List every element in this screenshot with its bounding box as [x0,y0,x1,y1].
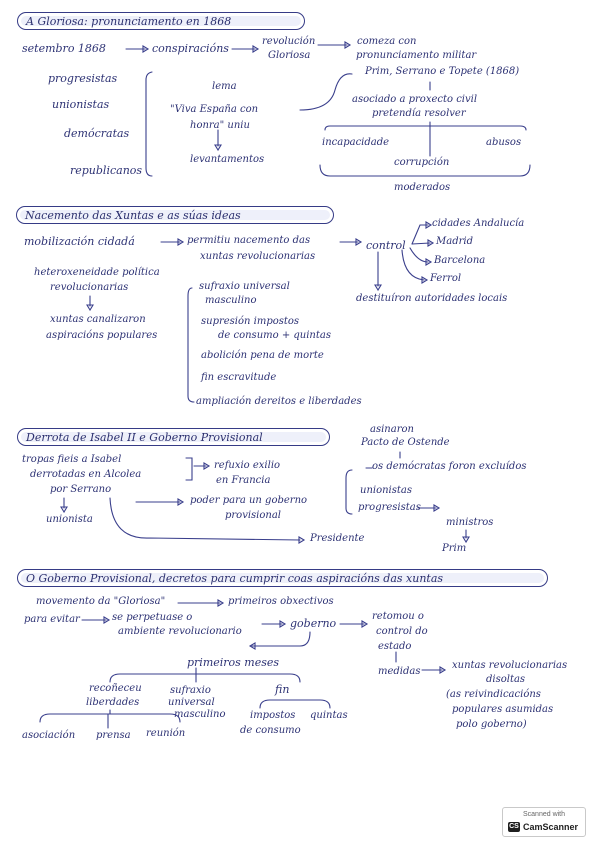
s2-dismissed: destituíron autoridades locais [356,293,508,304]
s1-unionistas: unionistas [52,98,110,111]
s2-idea-consumo: de consumo + quintas [218,330,331,341]
s1-progresistas: progresistas [48,72,118,85]
section-4-title: O Goberno Provisional, decretos para cum… [26,572,444,585]
s1-leaders: Prim, Serrano e Topete (1868) [365,66,520,77]
s2-aspirations: aspiracións populares [46,330,158,341]
s2-idea-taxes: supresión impostos [201,316,300,327]
s3-prim: Prim [442,543,467,554]
s4-movement: movemento da "Gloriosa" [36,596,166,607]
section-3-title: Derrota de Isabel II e Goberno Provision… [26,431,263,444]
s2-control: control [366,239,406,252]
s1-lema: lema [212,81,237,92]
section-3-heading: Derrota de Isabel II e Goberno Provision… [17,428,330,446]
camscanner-badge: Scanned with CS CamScanner [502,807,586,837]
s3-democrats-excluded: os demócratas foron excluídos [372,461,527,472]
s3-by-serrano: por Serrano [50,484,112,495]
s3-troops: tropas fieis a Isabel [22,454,122,465]
s3-unionistas: unionistas [360,485,412,496]
s2-city-barcelona: Barcelona [434,255,486,266]
s1-viva-1: "Viva España con [170,104,259,115]
camscanner-logo-icon: CS [508,822,520,832]
s4-meeting: reunión [146,728,186,739]
s1-gloriosa: Gloriosa [268,50,311,61]
s2-city-andalucia: cidades Andalucía [432,218,525,229]
s4-objectives: primeiros obxectivos [228,596,334,607]
s3-progresistas: progresistas [358,502,421,513]
s4-government: goberno [290,617,337,630]
section-4-heading: O Goberno Provisional, decretos para cum… [17,569,548,587]
s2-idea-slavery: fin escravitude [201,372,277,383]
s1-incapacity: incapacidade [322,137,390,148]
s4-control-of: control do [376,626,428,637]
s4-association: asociación [22,730,76,741]
s4-juntas-rev: xuntas revolucionarias [452,660,568,671]
s3-unionist: unionista [46,514,93,525]
s1-viva-2: honra" uniu [190,120,250,131]
s4-dissolved: disoltas [486,674,526,685]
s2-channeled: xuntas canalizaron [50,314,146,325]
s1-corruption: corrupción [394,157,450,168]
section-1-title: A Gloriosa: pronunciamento en 1868 [26,15,232,28]
s4-retook: retomou o [372,611,424,622]
s4-measures: medidas [378,666,421,677]
s1-conspiracy: conspiracións [152,42,229,55]
s2-idea-masculine: masculino [205,295,257,306]
s3-provisional: provisional [225,510,282,521]
s4-recognized: recoñeceu [89,683,142,694]
s2-mobilization: mobilización cidadá [24,235,135,248]
s4-perpetuate: se perpetuase o [112,612,193,623]
s2-heterogeneity: heteroxeneidade política [34,267,160,278]
s2-permitted: permitiu nacemento das [187,235,311,246]
s3-defeated: derrotadas en Alcolea [30,469,142,480]
section-1-heading: A Gloriosa: pronunciamento en 1868 [17,12,305,30]
s1-moderados: moderados [394,182,451,193]
s2-idea-death-penalty: abolición pena de morte [201,350,324,361]
s4-popular: populares asumidas [452,704,554,715]
s4-revolutionary-env: ambiente revolucionario [118,626,242,637]
s4-by-government: polo goberno) [456,719,527,730]
s3-power: poder para un goberno [190,495,308,506]
s4-to-avoid: para evitar [24,614,80,625]
s4-first-months: primeiros meses [187,656,280,669]
s4-suffrage: sufraxio [170,685,211,696]
s2-city-ferrol: Ferrol [430,273,462,284]
s4-end: fin [275,683,290,696]
s1-date: setembro 1868 [22,42,106,55]
s1-revolution: revolución [262,36,316,47]
s4-consumption: de consumo [240,725,301,736]
s4-taxes: impostos [250,710,296,721]
s1-abuses: abusos [486,137,522,148]
s4-claims: (as reivindicacións [446,689,541,700]
s4-quintas: quintas [310,710,348,721]
s4-press: prensa [96,730,131,741]
s1-democratas: demócratas [64,127,130,140]
section-2-title: Nacemento das Xuntas e as súas ideas [25,209,241,222]
s3-ostende: Pacto de Ostende [361,437,450,448]
camscanner-name: CamScanner [523,822,579,832]
s2-xuntas-rev: xuntas revolucionarias [200,251,316,262]
s3-ministers: ministros [446,517,494,528]
s2-city-madrid: Madrid [436,236,473,247]
s3-president: Presidente [310,533,365,544]
s3-france: en Francia [216,475,271,486]
scanned-with-label: Scanned with [522,811,566,818]
s2-idea-rights: ampliación dereitos e liberdades [196,396,362,407]
s1-begins: comeza con [357,36,417,47]
s4-masculine: masculino [174,709,226,720]
s4-state: estado [378,641,412,652]
s4-universal: universal [168,697,215,708]
s1-associated: asociado a proxecto civil [352,94,478,105]
s1-pronunciamento: pronunciamento militar [356,50,477,61]
section-2-heading: Nacemento das Xuntas e as súas ideas [16,206,334,224]
s2-idea-suffrage: sufraxio universal [199,281,290,292]
s2-revolutionary: revolucionarias [50,282,129,293]
s4-liberties: liberdades [86,697,140,708]
s3-signed: asinaron [370,424,414,435]
s1-republicanos: republicanos [70,164,143,177]
s1-resolve: pretendía resolver [372,108,466,119]
s3-exile: refuxio exilio [214,460,281,471]
s1-levantamentos: levantamentos [190,154,265,165]
